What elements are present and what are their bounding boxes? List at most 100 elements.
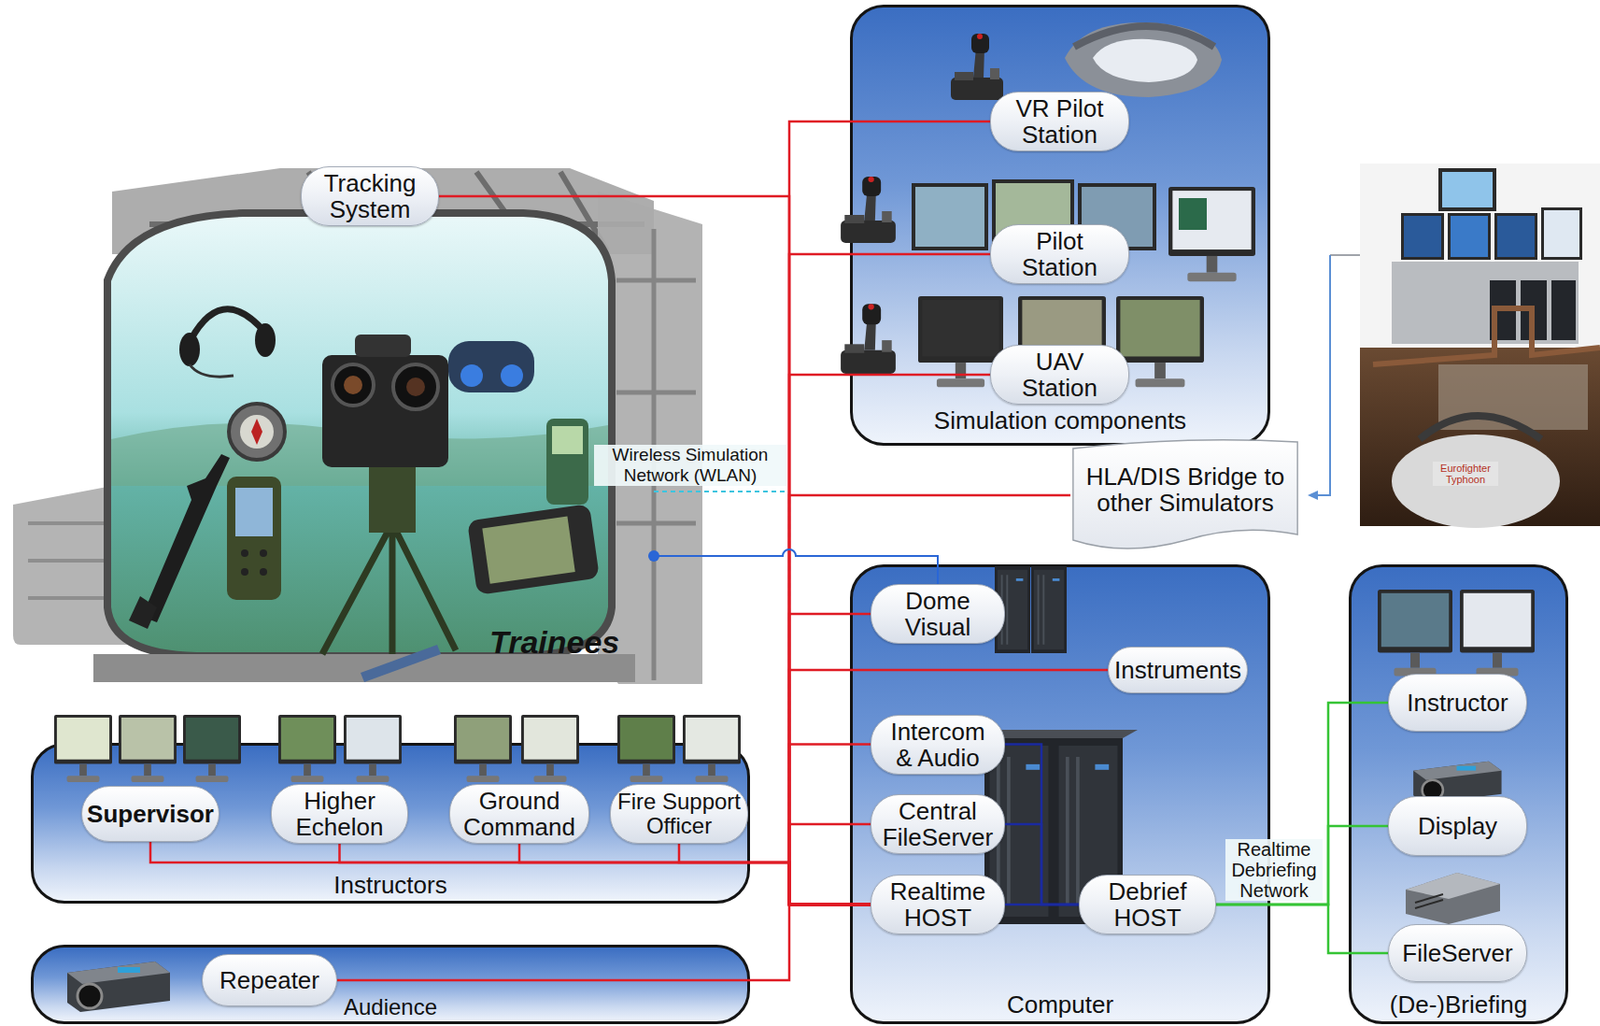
node-label: Supervisor [86, 800, 214, 827]
audience-projector [67, 961, 170, 1012]
simulation-station-illustrations [1064, 22, 1222, 98]
dome-simulator-illustration [322, 354, 449, 468]
simulation-station-illustrations [911, 183, 989, 251]
node-label: Realtime HOST [882, 877, 993, 931]
simulation-station-illustrations [918, 296, 1004, 387]
node-label: Higher Echelon [280, 787, 400, 840]
debriefing-equipment [1405, 872, 1501, 924]
instructor-monitors [617, 714, 676, 782]
node-label: Tracking System [314, 169, 425, 223]
higher-echelon-pill: Higher Echelon [270, 783, 409, 844]
eurofighter-simulator-photos [1391, 261, 1579, 344]
instructor-pill: Instructor [1387, 673, 1528, 732]
simulation-station-illustrations [1092, 39, 1198, 83]
dome-simulator-illustration [354, 334, 411, 357]
intercom-audio-pill: Intercom & Audio [870, 714, 1006, 775]
network-connector [519, 843, 871, 905]
node-label: Ground Command [454, 787, 584, 840]
dome-simulator-illustration [393, 364, 439, 410]
debriefing-equipment [1413, 761, 1501, 804]
pilot-station-pill: Pilot Station [990, 224, 1130, 284]
node-label: Fire Support Officer [614, 789, 744, 838]
dome-simulator-illustration [254, 323, 276, 357]
instructor-monitors [54, 714, 113, 782]
instructor-monitors [521, 714, 580, 782]
simulation-station-illustrations [840, 22, 1256, 387]
node-label: Instruments [1114, 656, 1242, 683]
network-connector [679, 843, 871, 905]
simulation-station-illustrations [950, 33, 1004, 100]
dome-simulator-illustration [141, 453, 230, 623]
network-connector [1005, 744, 1079, 906]
dome-simulator-illustration [179, 332, 200, 367]
central-fileserver-pill: Central FileServer [870, 793, 1006, 854]
eurofighter-simulator-photos [1450, 215, 1488, 257]
connector-dot [648, 550, 660, 562]
eurofighter-simulator-photos [1497, 215, 1535, 257]
dome-simulator-illustration [406, 377, 425, 397]
simulation-station-illustrations [1074, 26, 1215, 47]
panel-heading: Simulation components [934, 406, 1187, 435]
fileserver-pill: FileServer [1387, 923, 1528, 982]
vr-pilot-station-pill: VR Pilot Station [990, 91, 1130, 152]
eurofighter-simulator-photos [1419, 415, 1542, 439]
computer-servers [1053, 737, 1123, 924]
photo-logo-text: Eurofighter Typhoon [1432, 461, 1499, 486]
dome-simulator-illustration [240, 414, 274, 449]
simulation-station-illustrations [995, 183, 1071, 247]
dome-simulator-illustration [128, 595, 157, 629]
instructor-monitors [183, 714, 241, 782]
instructor-monitors [453, 714, 512, 782]
dome-simulator-illustration [322, 523, 456, 654]
simulation-station-illustrations [1018, 296, 1106, 387]
eurofighter-simulator-photos [1373, 308, 1600, 365]
network-connector [789, 374, 991, 905]
network-connector [1216, 825, 1388, 905]
fire-support-officer-pill: Fire Support Officer [609, 783, 749, 844]
dome-simulator-illustration [240, 567, 249, 576]
dome-simulator-illustration [251, 418, 263, 445]
uav-station-pill: UAV Station [990, 344, 1130, 405]
instructor-monitors [343, 714, 402, 782]
dome-simulator-illustration [360, 644, 441, 682]
network-connector [653, 491, 871, 905]
network-connector [653, 549, 938, 584]
network-connector [789, 669, 1108, 905]
eurofighter-simulator-photos [1359, 163, 1600, 348]
dome-simulator-illustration [332, 364, 374, 406]
network-connector [339, 843, 872, 905]
node-label: Central FileServer [880, 797, 996, 850]
node-label: Intercom & Audio [885, 718, 992, 771]
panel-heading: (De-)Briefing [1389, 990, 1528, 1019]
node-label: FileServer [1401, 939, 1513, 966]
dome-simulator-illustration [481, 516, 575, 584]
connector-label: Realtime Debriefing Network [1225, 838, 1323, 901]
dome-simulator-illustration [226, 476, 282, 600]
eurofighter-simulator-photos [1403, 215, 1442, 257]
ground-command-pill: Ground Command [449, 783, 590, 844]
dome-simulator-illustration [259, 549, 268, 557]
simulation-station-illustrations [840, 303, 896, 374]
dome-visual-pill: Dome Visual [870, 583, 1006, 644]
eurofighter-simulator-photos [1359, 163, 1600, 528]
eurofighter-simulator-photos [1541, 207, 1583, 260]
dome-simulator-illustration [240, 549, 249, 557]
network-connector [789, 823, 871, 905]
supervisor-pill: Supervisor [81, 785, 220, 842]
dome-simulator-illustration [552, 425, 583, 454]
simulation-station-illustrations [991, 179, 1075, 251]
dome-simulator-illustration [467, 503, 600, 595]
dome-simulator-illustration [467, 503, 600, 595]
network-connector [438, 196, 871, 905]
network-connector [337, 904, 871, 980]
network-connector [1216, 702, 1388, 905]
debriefing-equipment [1459, 589, 1535, 677]
simulation-station-illustrations [840, 176, 896, 243]
panel-heading: Computer [1006, 990, 1114, 1019]
computer-servers [1031, 566, 1067, 653]
repeater-pill: Repeater [201, 953, 338, 1006]
node-label: HLA/DIS Bridge to other Simulators [1076, 463, 1295, 516]
network-connector [789, 613, 871, 905]
simulation-station-illustrations [915, 186, 985, 247]
